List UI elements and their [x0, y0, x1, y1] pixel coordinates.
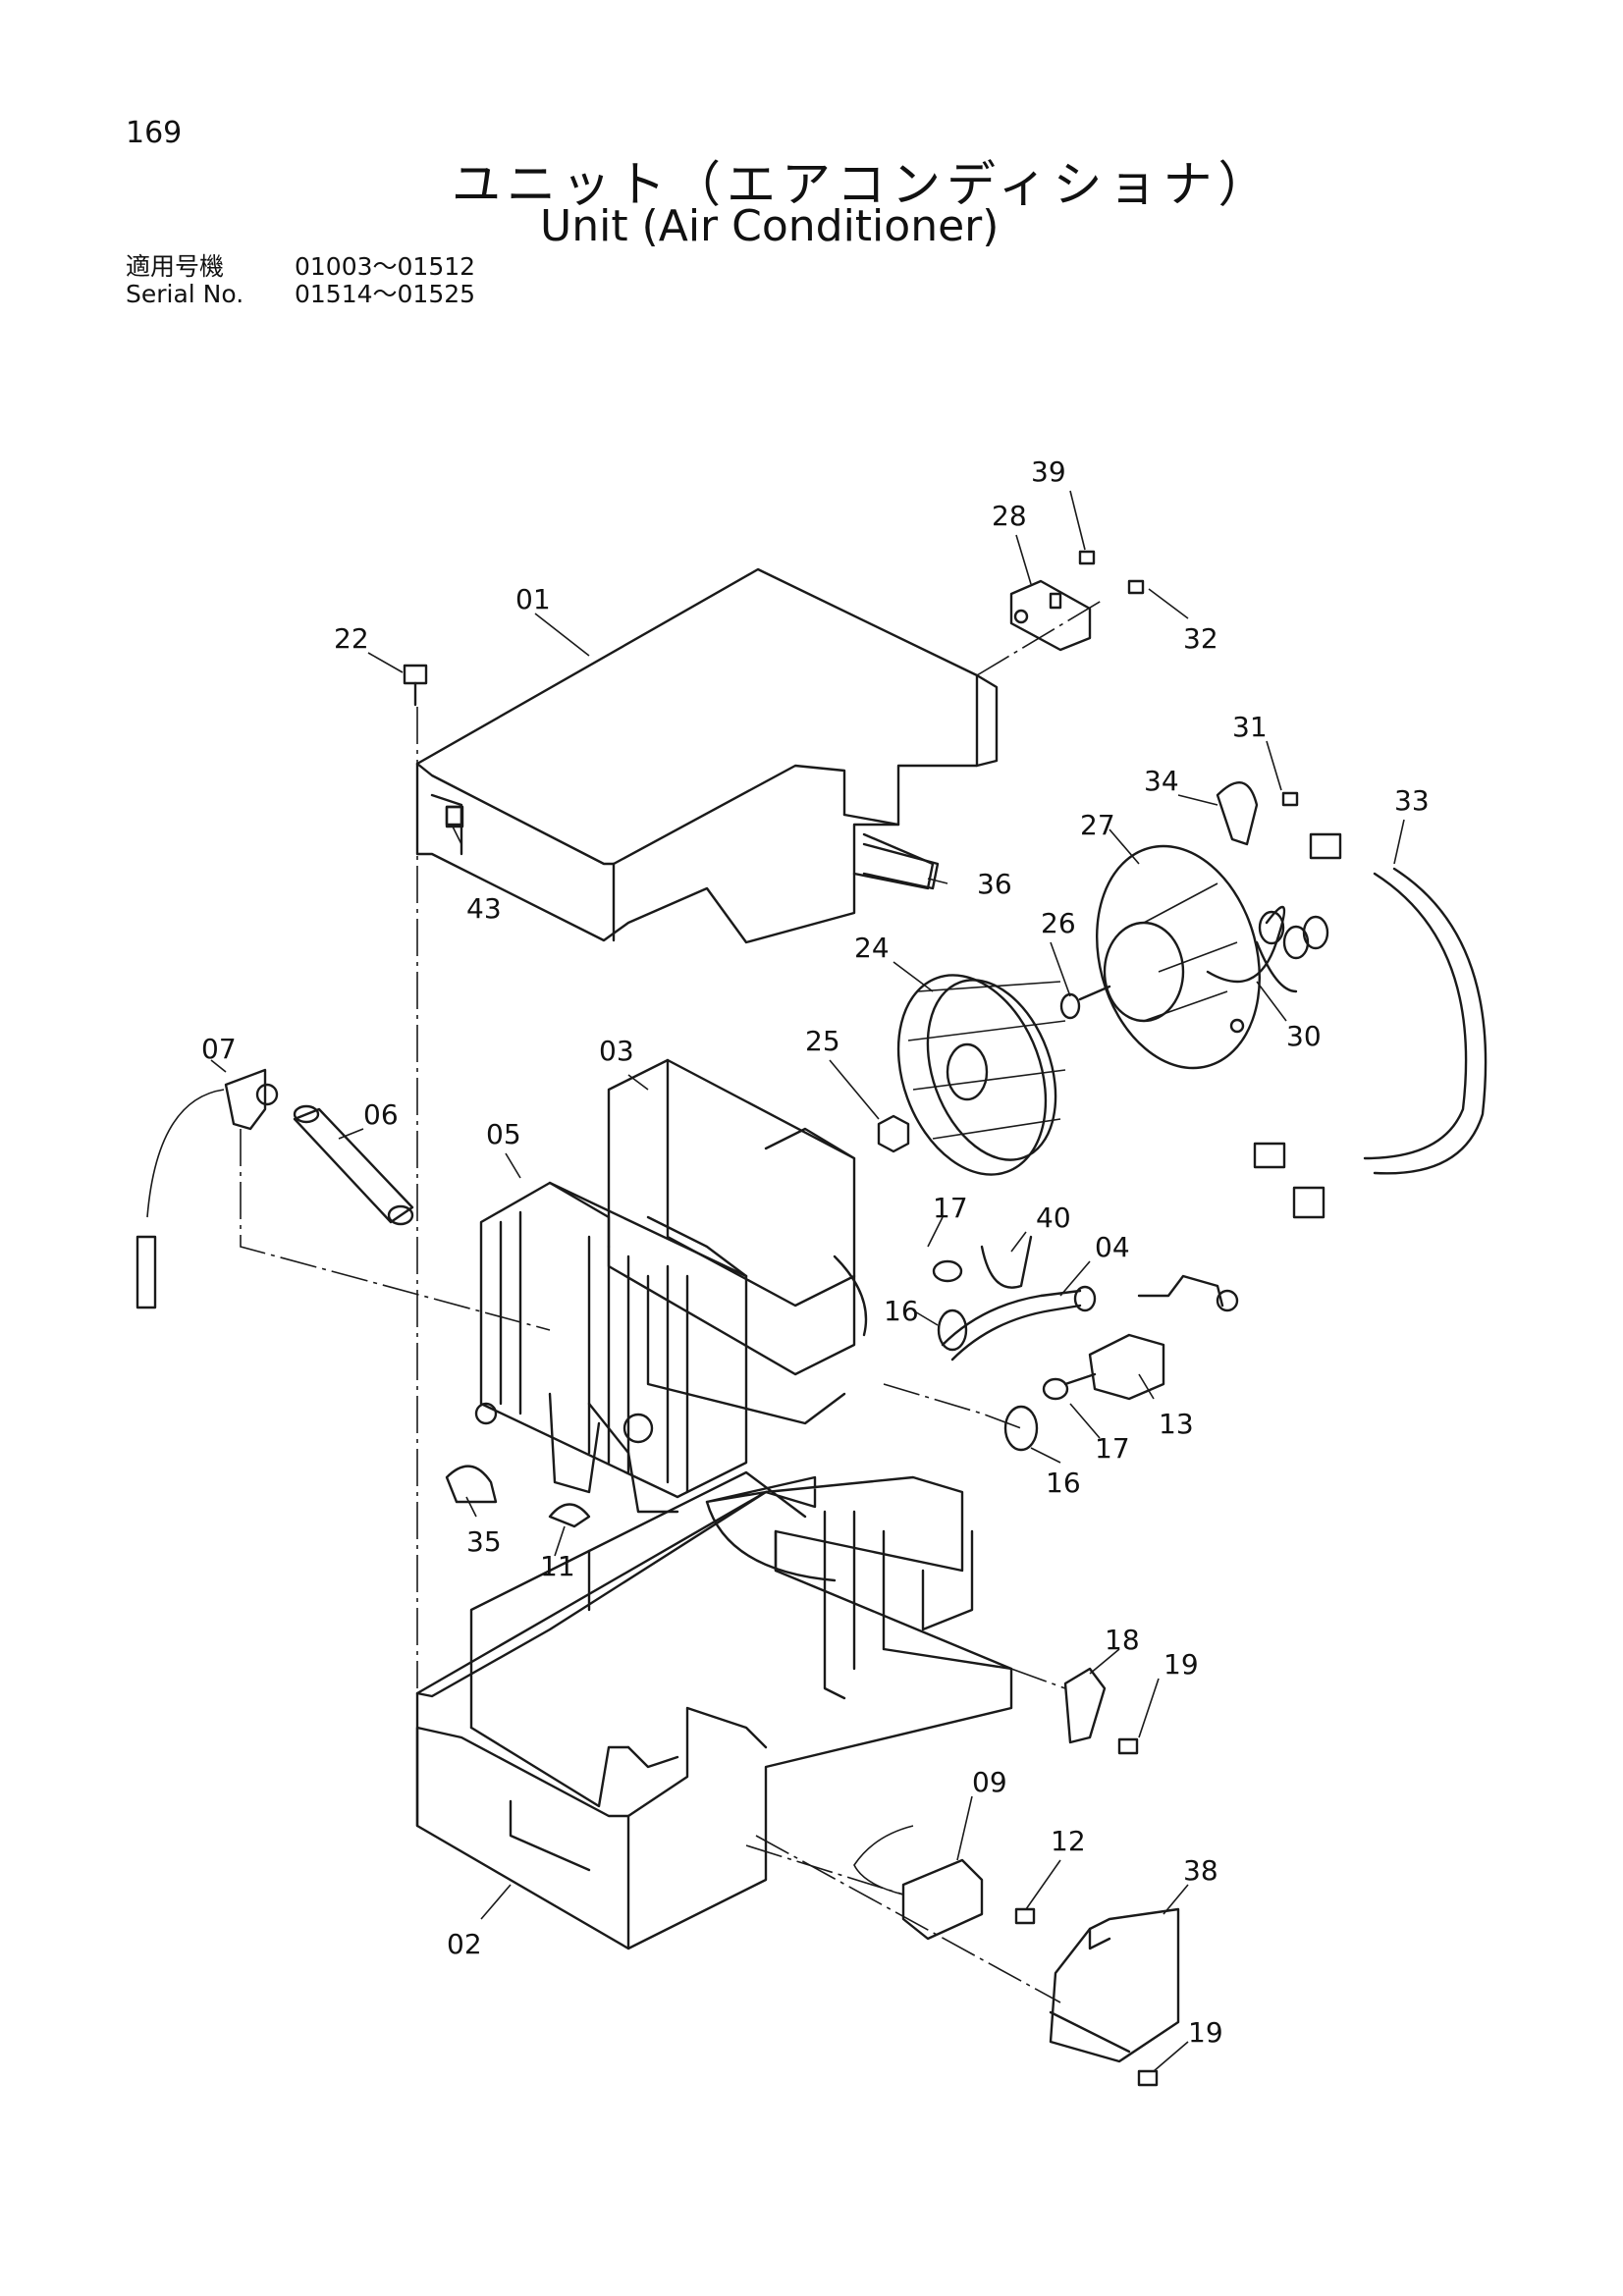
part-33-harness-cable [1253, 832, 1488, 1219]
callout-03: 03 [599, 1035, 634, 1067]
part-22-bolt [403, 664, 428, 707]
callout-24: 24 [854, 932, 890, 964]
callout-17-upper: 17 [933, 1192, 968, 1224]
callout-26: 26 [1041, 907, 1076, 939]
serial-range-1: 01003～01512 [295, 252, 476, 281]
part-32-screw [1127, 579, 1145, 595]
callout-36: 36 [977, 868, 1012, 900]
page-title-english: Unit (Air Conditioner) [540, 201, 1000, 251]
part-18-bracket [1063, 1667, 1107, 1744]
part-25-nut [877, 1114, 910, 1153]
callout-04: 04 [1095, 1231, 1130, 1263]
alignment-line-bracket [1010, 1668, 1066, 1689]
serial-label-english: Serial No. [126, 280, 244, 308]
part-04-refrigerant-pipe [941, 1285, 1097, 1362]
callout-39: 39 [1031, 455, 1066, 488]
serial-row-english: Serial No. 01514～01525 [126, 275, 475, 310]
callout-05: 05 [486, 1118, 521, 1150]
callout-17-lower: 17 [1095, 1432, 1130, 1465]
callout-06: 06 [363, 1098, 399, 1131]
part-35-clip [445, 1465, 498, 1504]
callout-28: 28 [992, 500, 1027, 532]
callout-19-upper: 19 [1163, 1648, 1199, 1681]
part-26-washer [1059, 992, 1081, 1020]
callout-38: 38 [1183, 1854, 1218, 1887]
callout-19-lower: 19 [1188, 2016, 1223, 2049]
callout-33: 33 [1394, 784, 1430, 817]
callout-27: 27 [1080, 809, 1115, 841]
callout-35: 35 [466, 1525, 502, 1558]
part-34-bracket [1216, 780, 1259, 846]
part-16-hose-upper [937, 1308, 968, 1352]
callout-13: 13 [1159, 1408, 1194, 1440]
page-title-japanese: ユニット（エアコンディショナ） [452, 156, 1273, 213]
part-13-expansion-valve [1063, 1274, 1239, 1401]
callout-16-lower: 16 [1046, 1467, 1081, 1499]
alignment-line-hose [883, 1383, 1022, 1429]
part-31-screw [1281, 791, 1299, 807]
part-05-evaporator [474, 1181, 748, 1514]
part-27-blower-motor [1078, 844, 1262, 1070]
serial-label-japanese: 適用号機 [126, 252, 225, 281]
part-02-lower-case [415, 1470, 1013, 1950]
callout-18: 18 [1105, 1624, 1140, 1656]
alignment-line-sensor [240, 1129, 551, 1331]
part-17-clamp-lower [1042, 1377, 1069, 1401]
callout-12: 12 [1051, 1825, 1086, 1857]
alignment-line-actuator [745, 1844, 904, 1896]
part-17-clamp-upper [932, 1259, 963, 1283]
callout-30: 30 [1286, 1020, 1322, 1052]
callout-40: 40 [1036, 1201, 1071, 1234]
page-number: 169 [126, 116, 183, 150]
leader-lines [338, 490, 1405, 2072]
part-11-cap [548, 1503, 591, 1528]
part-03-heater-housing [607, 1058, 868, 1425]
callout-43: 43 [466, 892, 502, 925]
callout-22: 22 [334, 622, 369, 655]
part-06-tube-fitting [293, 1104, 414, 1226]
part-28-switch-plate [1009, 579, 1092, 652]
callout-09: 09 [972, 1766, 1007, 1798]
part-09-actuator [853, 1825, 984, 1941]
part-43-clip [445, 805, 464, 828]
part-24-blower-wheel [896, 974, 1066, 1176]
callout-25: 25 [805, 1025, 840, 1057]
callout-07: 07 [201, 1033, 237, 1065]
part-19-screw-lower [1137, 2069, 1159, 2087]
part-01-upper-cover [415, 567, 999, 944]
callout-31: 31 [1232, 711, 1268, 743]
serial-row-japanese: 適用号機 01003～01512 [126, 247, 475, 283]
serial-range-2: 01514～01525 [295, 280, 476, 308]
part-16-hose-lower [1003, 1405, 1039, 1452]
callout-32: 32 [1183, 622, 1218, 655]
part-39-screw [1078, 550, 1096, 565]
alignment-line-cover-38 [755, 1835, 1061, 2003]
callout-11: 11 [540, 1550, 575, 1582]
callout-16-upper: 16 [884, 1295, 919, 1327]
part-19-screw-upper [1117, 1737, 1139, 1755]
part-40-clamp [980, 1235, 1033, 1289]
callout-02: 02 [447, 1928, 482, 1960]
callout-34: 34 [1144, 765, 1179, 797]
part-12-screw [1014, 1907, 1036, 1925]
alignment-line-cover [976, 598, 1106, 676]
callout-01: 01 [515, 583, 551, 615]
part-36-bracket [862, 842, 940, 890]
part-38-cover [1049, 1907, 1180, 2063]
part-30-wire-harness [1206, 905, 1329, 993]
part-07-thermistor [135, 1059, 279, 1309]
